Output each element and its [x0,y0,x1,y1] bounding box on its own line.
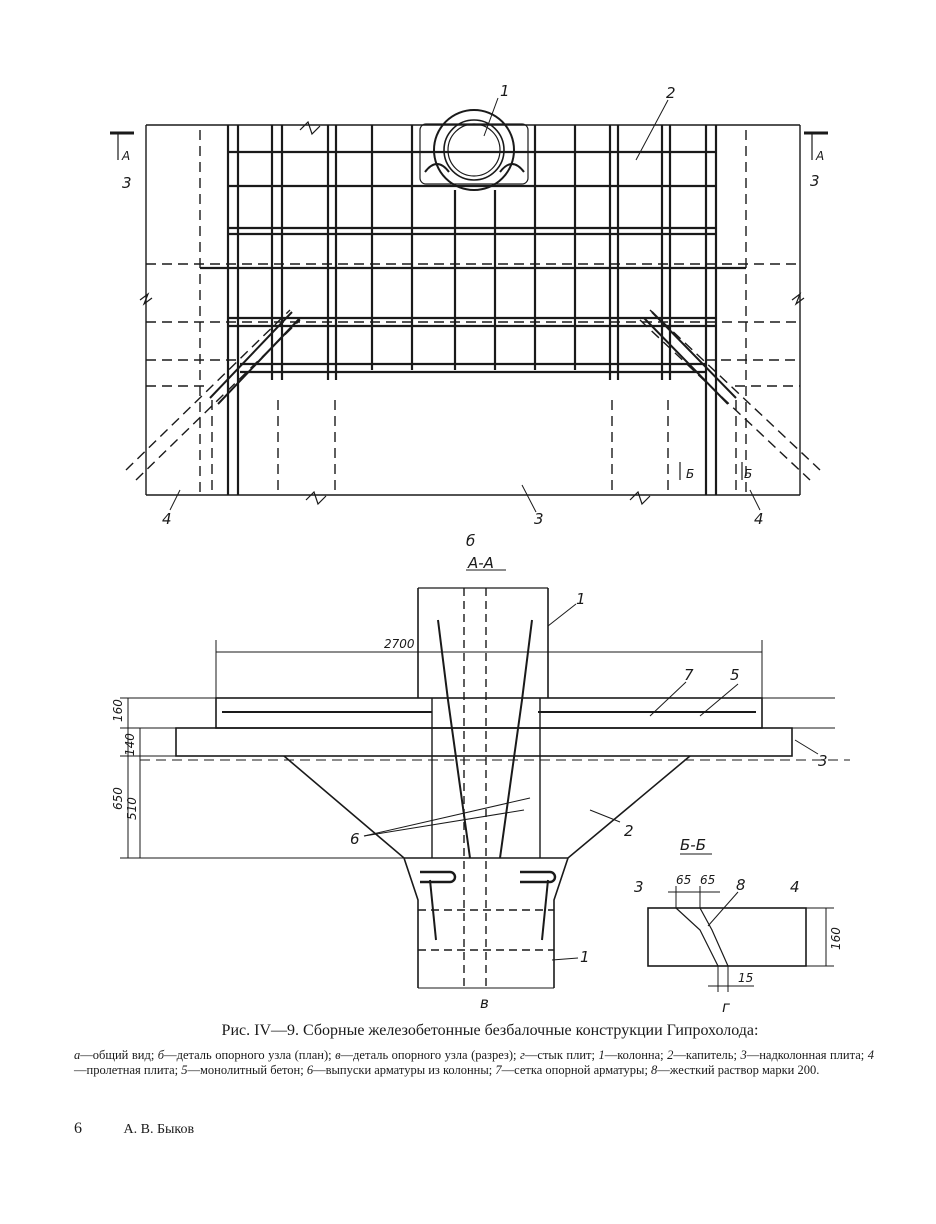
section-aa [120,569,850,989]
section-bb-title: Б-Б [680,836,706,854]
legend-text: —колонна; [604,1048,668,1062]
legend-key: 7 [495,1063,502,1077]
bb-label-8: 8 [736,876,746,894]
legend-text: —пролетная плита; [74,1063,182,1077]
plan-label-4-left: 4 [162,510,172,528]
dim-2700: 2700 [384,637,415,651]
section-marker-b-left: Б [686,467,694,481]
section-label-1-bottom: 1 [580,948,590,966]
legend-text: —надколонная плита; [746,1048,868,1062]
legend-text: —сетка опорной арматуры; [501,1063,652,1077]
legend-key: 5 [181,1063,188,1077]
legend-text: —деталь опорного узла (разрез); [340,1048,521,1062]
section-marker-a-left: A [121,149,130,163]
dim-510: 510 [125,797,139,820]
subfig-g: г [722,998,730,1016]
plan-label-3-bottom: 3 [534,510,544,528]
author: А. В. Быков [123,1122,195,1137]
section-label-2: 2 [624,822,634,840]
legend-text: —выпуски арматуры из колонны; [313,1063,496,1077]
legend-key: в [335,1048,341,1062]
dim-160: 160 [111,699,125,722]
dim-650: 650 [111,787,125,810]
legend-text: —деталь опорного узла (план); [164,1048,336,1062]
section-bb [647,853,834,992]
section-aa-title: А-А [467,554,494,572]
section-label-7: 7 [684,666,694,684]
section-marker-a-right: A [815,149,824,163]
bb-label-4: 4 [790,878,800,896]
legend-key: 2 [667,1048,674,1062]
legend-text: —капитель; [673,1048,741,1062]
technical-drawing: 1 2 3 3 3 4 4 A A Б Б б А-А 2700 160 140… [110,82,850,1016]
section-label-1-top: 1 [576,590,586,608]
bb-label-3: 3 [634,878,644,896]
legend-text: —жесткий раствор марки 200. [657,1063,820,1077]
page-number: 6 [74,1120,82,1137]
legend-text: —монолитный бетон; [187,1063,307,1077]
subfig-b: б [466,532,475,550]
figure-legend: а—общий вид; б—деталь опорного узла (пла… [74,1048,874,1078]
plan-label-3-right: 3 [810,172,820,190]
plan-label-4-right: 4 [754,510,764,528]
page-footer: 6 А. В. Быков [74,1120,194,1138]
legend-text: —общий вид; [80,1048,158,1062]
dim-160-bb: 160 [829,927,843,950]
plan-view [110,97,828,513]
dim-140: 140 [123,733,137,756]
section-label-6: 6 [350,830,360,848]
dim-15: 15 [738,971,753,985]
dim-65b: 65 [700,873,715,887]
legend-text: —стык плит; [524,1048,599,1062]
plan-label-1: 1 [500,82,510,100]
legend-key: б [157,1048,165,1062]
section-marker-b-right: Б [744,467,752,481]
legend-key: г [520,1048,525,1062]
dim-65a: 65 [676,873,691,887]
legend-key: 3 [740,1048,747,1062]
legend-key: 4 [867,1048,874,1062]
section-label-3: 3 [818,752,828,770]
legend-key: 8 [651,1063,658,1077]
legend-key: 1 [598,1048,605,1062]
plan-label-3-left: 3 [122,174,132,192]
subfig-v: в [480,994,489,1012]
section-label-5: 5 [730,666,740,684]
plan-label-2: 2 [666,84,676,102]
legend-key: 6 [306,1063,314,1077]
legend-key: а [74,1048,81,1062]
figure-caption: Рис. IV—9. Сборные железобетонные безбал… [221,1022,759,1039]
